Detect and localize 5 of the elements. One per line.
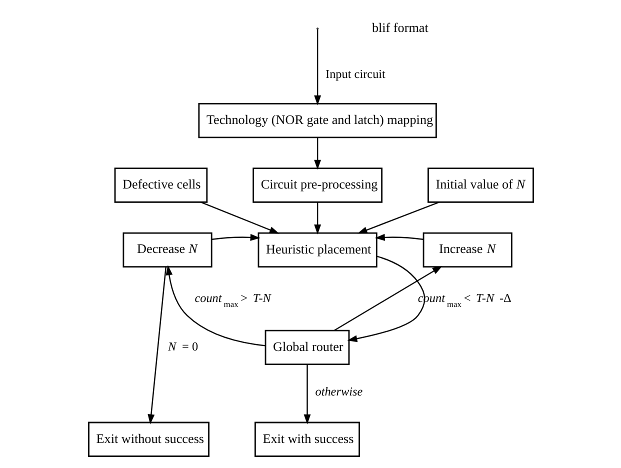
edge-label: Input circuit [325, 66, 385, 81]
label: blif format [371, 20, 428, 36]
edge-label: count$_{max}$ > T-N [194, 290, 270, 309]
edge-label: N = 0 [167, 340, 198, 354]
edge-label: otherwise [314, 384, 362, 399]
